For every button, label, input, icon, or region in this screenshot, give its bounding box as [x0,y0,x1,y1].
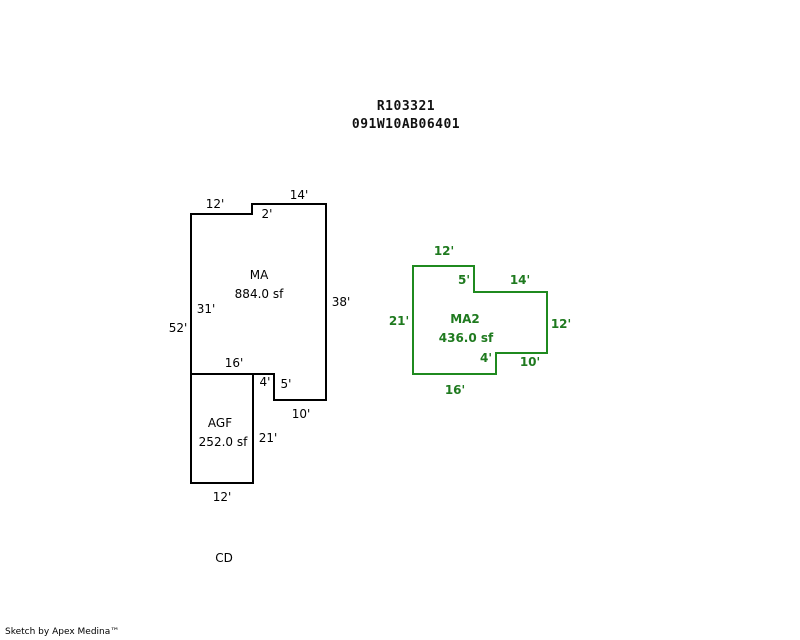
dim-ma-bottom-right: 10' [292,407,311,421]
agf-section: AGF 252.0 sf 16' 4' 21' 12' [190,356,278,504]
dim-ma2-step: 5' [458,273,470,287]
sketch-credit: Sketch by Apex Medina™ [5,627,120,637]
dim-agf-bottom: 12' [213,490,232,504]
ma-outline [190,203,327,401]
dim-ma2-right: 12' [551,317,571,331]
dim-ma-top-step: 2' [262,207,273,221]
dim-ma-inner-left: 31' [197,302,216,316]
ma-area: 884.0 sf [235,287,284,301]
dim-ma-bottom-step: 5' [281,377,292,391]
dim-ma2-left: 21' [389,314,409,328]
ma-section: MA 884.0 sf 12' 2' 14' 38' 31' 52' 5' 10… [169,188,351,421]
dim-ma2-bottom-right: 10' [520,355,540,369]
dim-ma2-top: 12' [434,244,454,258]
dim-agf-right: 21' [259,431,278,445]
dim-ma2-bottom: 16' [445,383,465,397]
agf-name: AGF [208,416,232,430]
parcel-id: R103321 [376,99,436,114]
dim-ma-top-right: 14' [290,188,309,202]
dim-agf-top: 16' [225,356,244,370]
dim-ma2-top-right: 14' [510,273,530,287]
dim-ma-outer-left: 52' [169,321,188,335]
map-number: 091W10AB06401 [351,117,461,132]
dim-agf-step: 4' [260,375,271,389]
agf-outline [190,374,254,484]
ma2-outline [412,265,548,375]
dim-ma-right: 38' [332,295,351,309]
dim-ma-top-left: 12' [206,197,225,211]
cd-label: CD [215,551,233,565]
dim-ma2-inner-step: 4' [480,351,492,365]
ma2-area: 436.0 sf [439,331,494,345]
ma2-section: MA2 436.0 sf 12' 5' 14' 21' 12' 4' 10' 1… [389,244,571,397]
ma2-name: MA2 [450,312,480,326]
agf-area: 252.0 sf [199,435,248,449]
ma-name: MA [250,268,269,282]
